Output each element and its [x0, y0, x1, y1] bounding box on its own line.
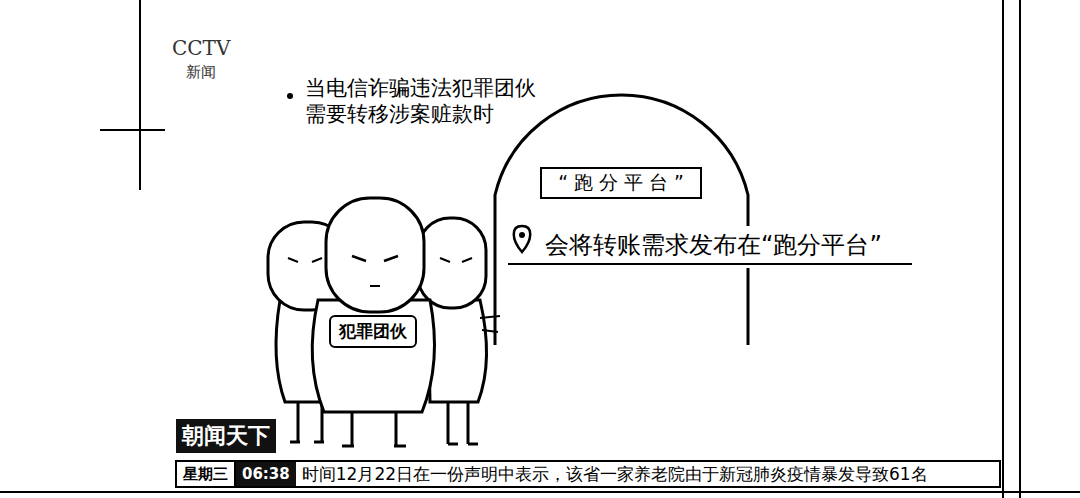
frame-line	[1002, 0, 1004, 498]
node-text: 会将转账需求发布在“跑分平台”	[545, 229, 882, 261]
frame-line	[100, 129, 165, 131]
underline	[508, 263, 912, 265]
node-heading: “跑分平台”	[540, 167, 702, 199]
weekday: 星期三	[177, 462, 236, 486]
ticker-bar: 星期三06:38时间12月22日在一份声明中表示，该省一家养老院由于新冠肺炎疫情…	[175, 460, 1001, 488]
headline-text: 当电信诈骗违法犯罪团伙 需要转移涉案赃款时	[305, 75, 550, 127]
figure-center	[312, 198, 434, 446]
node-text: 犯罪团伙	[339, 320, 407, 343]
program-logo: 朝闻天下	[176, 419, 276, 453]
bullet-dot	[287, 93, 293, 99]
frame-line	[1019, 0, 1021, 498]
channel-logo: CCTV	[172, 36, 230, 60]
channel-subtitle: 新闻	[186, 63, 216, 82]
news-ticker: 时间12月22日在一份声明中表示，该省一家养老院由于新冠肺炎疫情暴发导致61名	[296, 462, 934, 486]
clock-time: 06:38	[236, 462, 296, 486]
frame-line	[0, 491, 1080, 493]
pin-icon	[519, 232, 525, 238]
platform-circle: “跑分平台” 会将转账需求发布在“跑分平台”	[490, 95, 920, 350]
callout-outline	[747, 268, 750, 345]
pin-icon	[514, 226, 531, 252]
frame-line	[139, 0, 141, 190]
group-tag: 犯罪团伙	[329, 315, 417, 348]
callout-outline	[495, 95, 748, 345]
